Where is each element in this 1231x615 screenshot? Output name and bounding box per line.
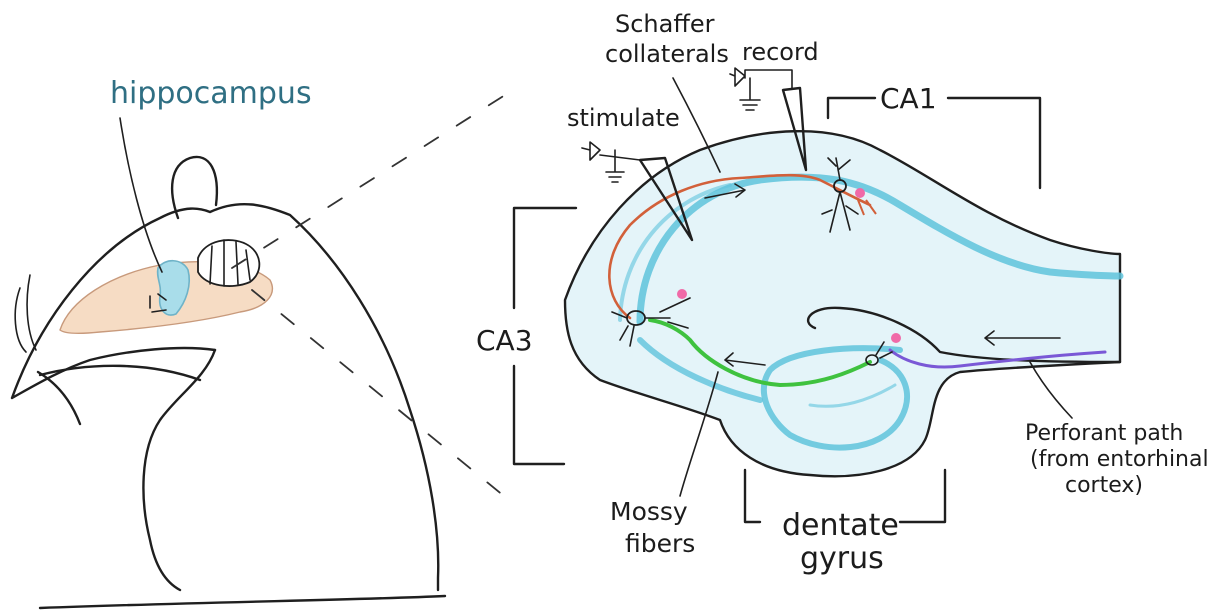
- label-dentate-2: gyrus: [800, 541, 884, 576]
- rat-chest: [40, 366, 200, 380]
- label-ca1: CA1: [880, 82, 937, 115]
- label-perforant-1: Perforant path: [1025, 421, 1183, 446]
- ca3-neuron-pink: [677, 289, 687, 299]
- rat-front-leg: [143, 350, 215, 590]
- label-mossy-1: Mossy: [610, 497, 688, 526]
- rat-whiskers: [15, 275, 36, 352]
- label-schaffer-2: collaterals: [605, 40, 729, 68]
- zoom-line-top: [232, 95, 505, 268]
- label-schaffer-1: Schaffer: [615, 10, 715, 38]
- label-stimulate: stimulate: [567, 104, 680, 132]
- ca1-neuron-pink: [855, 188, 865, 198]
- rat-drawing: [12, 118, 445, 608]
- label-mossy-2: fibers: [625, 529, 695, 558]
- granule-neuron-pink: [891, 333, 901, 343]
- perforant-pointer: [1030, 362, 1072, 418]
- label-record: record: [742, 38, 819, 66]
- label-dentate-1: dentate: [782, 508, 899, 543]
- ground-line: [40, 596, 445, 608]
- hippocampus-pointer: [120, 118, 162, 272]
- label-perforant-3: cortex): [1065, 473, 1143, 498]
- label-perforant-2: (from entorhinal: [1030, 447, 1209, 472]
- label-ca3: CA3: [476, 324, 533, 357]
- label-hippocampus: hippocampus: [110, 76, 312, 111]
- zoom-line-bottom: [252, 290, 515, 505]
